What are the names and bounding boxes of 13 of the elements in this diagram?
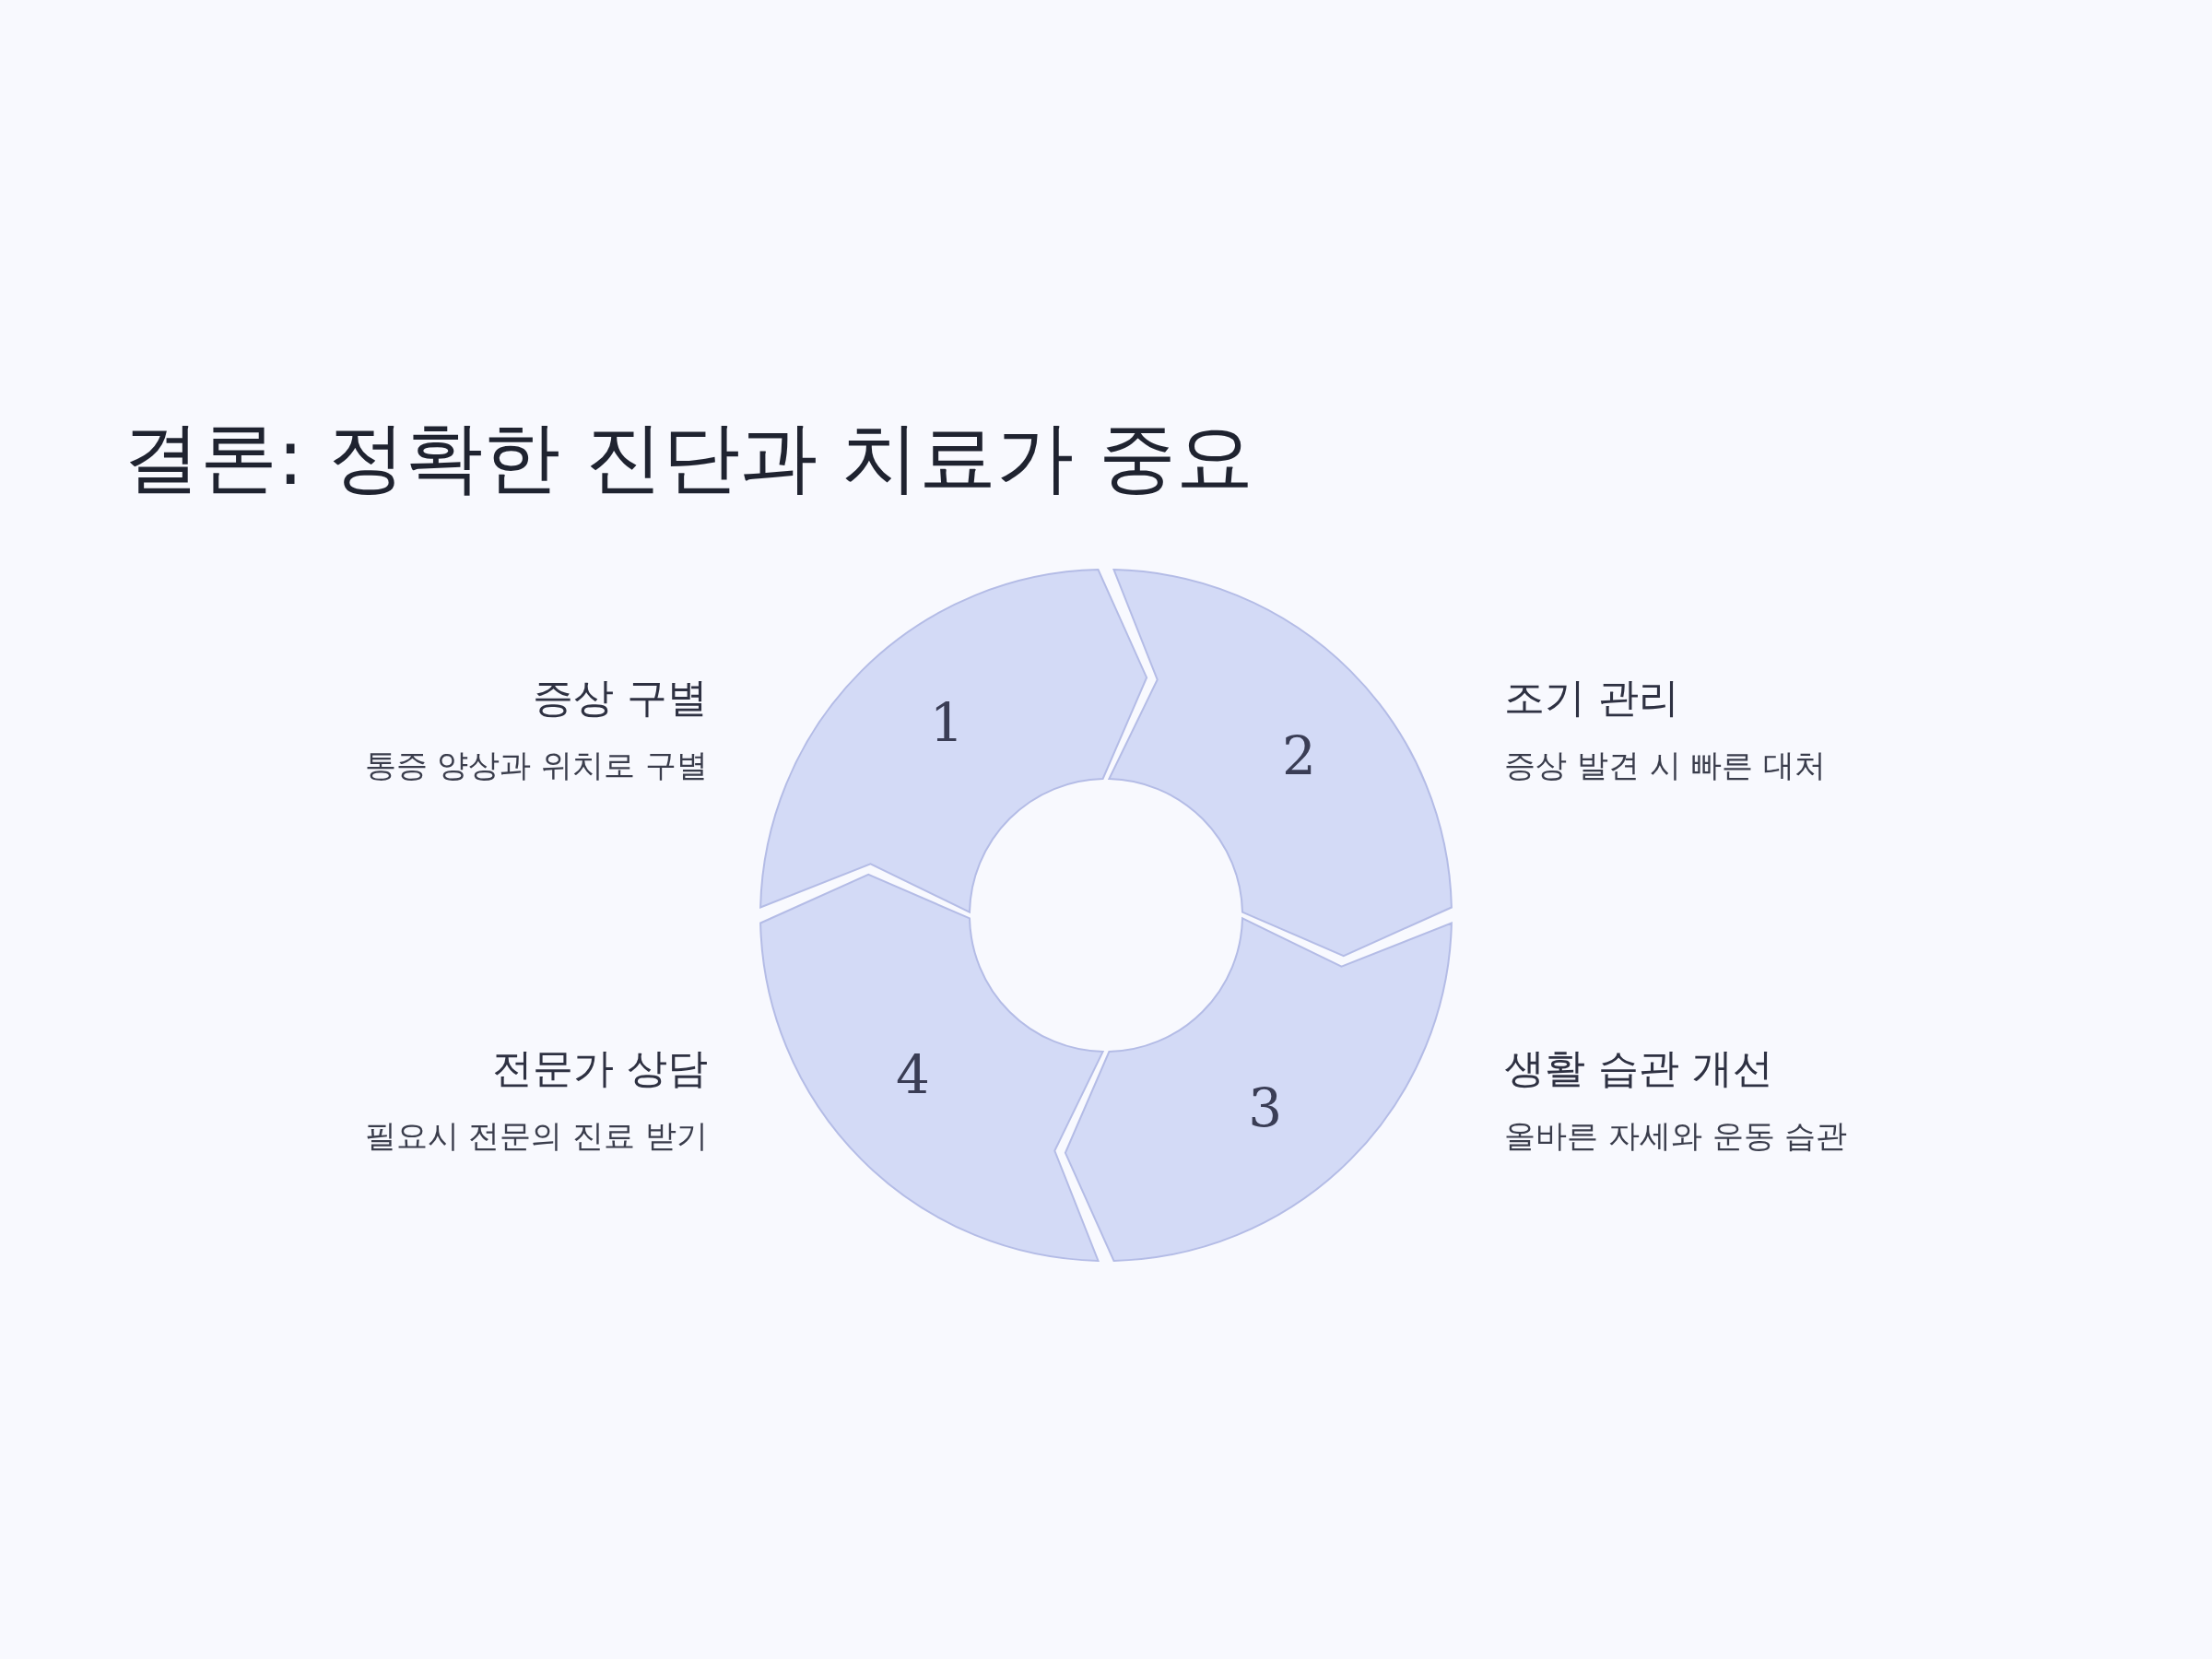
step-description: 통증 양상과 위치로 구별 (364, 746, 708, 785)
step-heading: 전문가 상담 (492, 1043, 708, 1093)
step-number: 2 (1282, 724, 1316, 788)
step-description: 필요시 전문의 진료 받기 (364, 1116, 708, 1156)
step-heading: 증상 구별 (533, 673, 708, 723)
step-description: 올바른 자세와 운동 습관 (1504, 1116, 1848, 1156)
step-number: 4 (896, 1042, 930, 1106)
step-heading: 생활 습관 개선 (1504, 1043, 1773, 1093)
step-number: 3 (1248, 1077, 1283, 1140)
step-heading: 조기 관리 (1504, 673, 1679, 723)
step-number: 1 (929, 690, 964, 754)
step-description: 증상 발견 시 빠른 대처 (1504, 746, 1827, 785)
title: 결론: 정확한 진단과 치료가 중요 (123, 411, 1254, 504)
